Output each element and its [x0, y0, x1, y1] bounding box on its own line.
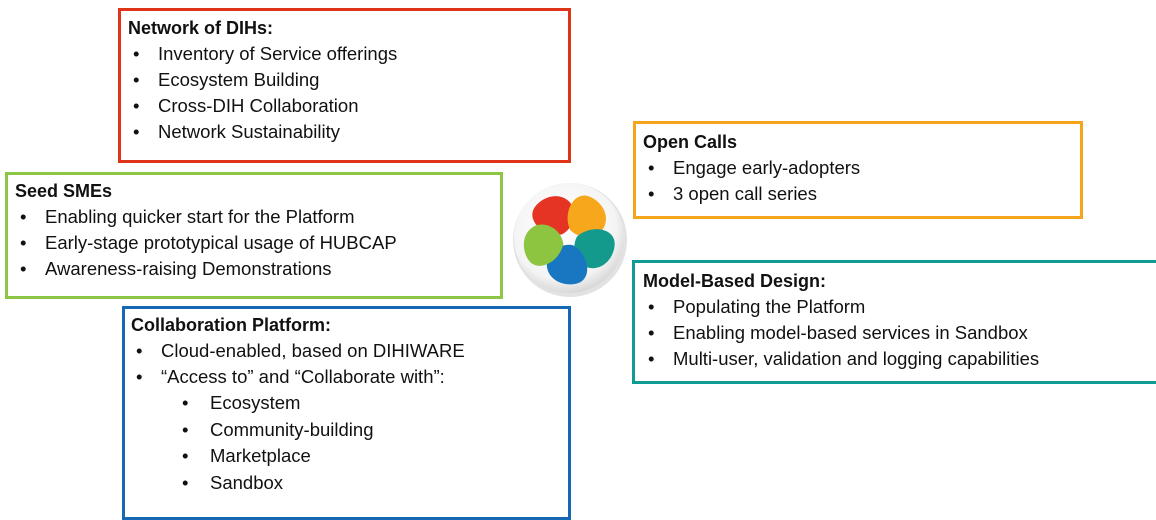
list-item: Enabling model-based services in Sandbox [643, 320, 1156, 346]
network-of-dihs-box: Network of DIHs: Inventory of Service of… [118, 8, 571, 163]
logo-petals [523, 195, 615, 285]
model-based-design-title: Model-Based Design: [643, 271, 827, 291]
model-based-design-box: Model-Based Design: Populating the Platf… [632, 260, 1156, 384]
collaboration-platform-list: Cloud-enabled, based on DIHIWARE “Access… [131, 338, 568, 390]
sub-list-item: Marketplace [178, 443, 568, 470]
seed-smes-title: Seed SMEs [15, 181, 113, 201]
model-based-design-list: Populating the Platform Enabling model-b… [643, 294, 1156, 372]
list-item: Multi-user, validation and logging capab… [643, 346, 1156, 372]
logo-petal-orange [567, 195, 606, 237]
list-item: Ecosystem Building [128, 67, 568, 93]
sub-list-item: Community-building [178, 417, 568, 444]
collaboration-platform-title: Collaboration Platform: [131, 315, 332, 335]
hubcap-petal-logo-icon [513, 183, 627, 297]
list-item: Cross-DIH Collaboration [128, 93, 568, 119]
list-item: Cloud-enabled, based on DIHIWARE [131, 338, 568, 364]
collaboration-platform-box: Collaboration Platform: Cloud-enabled, b… [122, 306, 571, 520]
list-item: Inventory of Service offerings [128, 41, 568, 67]
collaboration-platform-sublist: Ecosystem Community-building Marketplace… [131, 390, 568, 496]
list-item: Early-stage prototypical usage of HUBCAP [15, 230, 500, 256]
sub-list-item: Ecosystem [178, 390, 568, 417]
list-item: Awareness-raising Demonstrations [15, 256, 500, 282]
open-calls-box: Open Calls Engage early-adopters 3 open … [633, 121, 1083, 219]
seed-smes-box: Seed SMEs Enabling quicker start for the… [5, 172, 503, 299]
list-item: Enabling quicker start for the Platform [15, 204, 500, 230]
list-item: 3 open call series [643, 181, 1080, 207]
open-calls-title: Open Calls [643, 132, 738, 152]
logo-petal-green [523, 224, 564, 266]
list-item: “Access to” and “Collaborate with”: [131, 364, 568, 390]
open-calls-list: Engage early-adopters 3 open call series [643, 155, 1080, 207]
seed-smes-list: Enabling quicker start for the Platform … [15, 204, 500, 282]
list-item: Engage early-adopters [643, 155, 1080, 181]
list-item: Network Sustainability [128, 119, 568, 145]
sub-list-item: Sandbox [178, 470, 568, 497]
list-item: Populating the Platform [643, 294, 1156, 320]
network-of-dihs-list: Inventory of Service offerings Ecosystem… [128, 41, 568, 145]
network-of-dihs-title: Network of DIHs: [128, 18, 274, 38]
